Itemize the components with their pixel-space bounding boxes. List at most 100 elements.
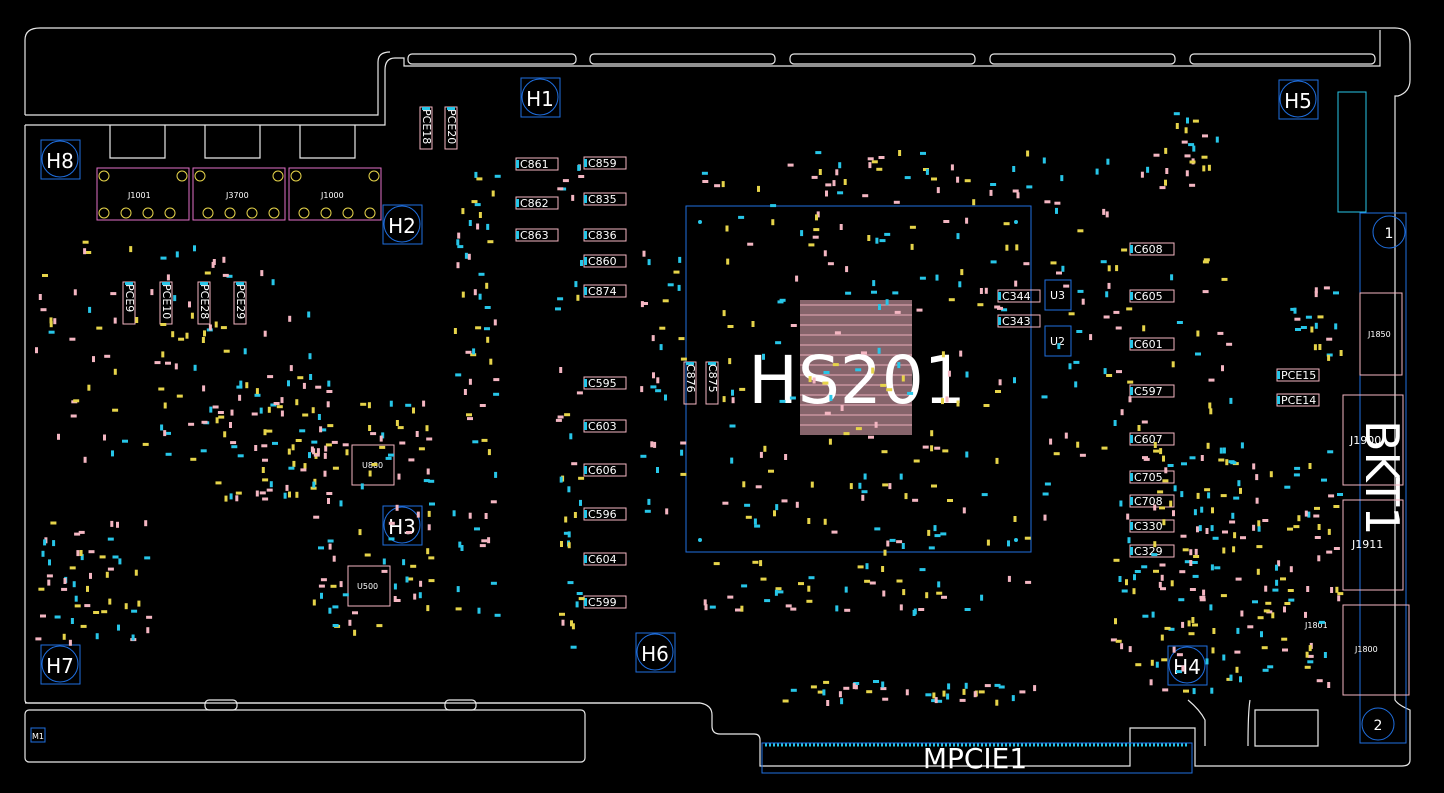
pad xyxy=(405,531,412,534)
pad xyxy=(70,618,74,624)
pad xyxy=(722,396,726,403)
pad xyxy=(1181,621,1185,628)
pad xyxy=(912,498,919,502)
pad xyxy=(1304,665,1311,669)
pad xyxy=(1189,549,1193,556)
pad xyxy=(795,275,799,282)
pad xyxy=(368,470,372,477)
pad xyxy=(576,391,583,395)
pad xyxy=(150,289,154,296)
pad xyxy=(1308,645,1312,652)
pad xyxy=(1153,153,1160,157)
pad xyxy=(1237,480,1241,487)
pad xyxy=(320,592,323,599)
pad xyxy=(315,385,322,389)
pad xyxy=(1192,688,1196,695)
hole-h5: H5 xyxy=(1278,79,1319,120)
pad xyxy=(947,499,953,502)
pad xyxy=(576,592,583,595)
pad xyxy=(927,529,931,536)
pad xyxy=(1333,291,1339,295)
pad xyxy=(1255,497,1259,504)
pad xyxy=(578,597,585,601)
pad xyxy=(945,396,949,403)
pad xyxy=(134,569,138,576)
pad xyxy=(1182,548,1189,552)
pad xyxy=(455,607,462,611)
pad xyxy=(787,163,794,167)
pad xyxy=(898,150,902,156)
pad xyxy=(1149,679,1153,686)
pad xyxy=(476,177,483,181)
pad xyxy=(930,430,934,437)
pad xyxy=(220,326,227,330)
pad xyxy=(457,232,461,239)
cap-label: C835 xyxy=(588,193,617,206)
pad xyxy=(327,380,331,387)
caps-mid-group: C859C835C836C860C874C595C603C606C596C604… xyxy=(583,156,627,609)
pad xyxy=(1128,646,1132,653)
cap-c876: C876 xyxy=(683,361,697,405)
pad xyxy=(112,555,119,559)
pad xyxy=(407,577,414,581)
pad xyxy=(68,639,72,646)
pad xyxy=(1202,134,1208,138)
pad xyxy=(995,390,1001,393)
pad xyxy=(478,272,485,276)
pad xyxy=(882,483,889,487)
pad xyxy=(302,413,309,417)
pad xyxy=(651,335,655,342)
pad xyxy=(886,540,890,547)
j1911-label: J1911 xyxy=(1351,538,1383,551)
pad xyxy=(1317,555,1321,562)
pad xyxy=(472,440,479,444)
pad xyxy=(1314,287,1318,294)
pad xyxy=(425,425,429,432)
pad xyxy=(956,233,960,240)
cap-pce9: PCE9 xyxy=(122,281,136,325)
pad xyxy=(1293,525,1300,529)
pad xyxy=(826,700,830,706)
pad xyxy=(113,317,117,324)
pad xyxy=(385,456,392,460)
pad xyxy=(1294,317,1301,321)
pad xyxy=(1307,660,1314,664)
pad xyxy=(844,608,851,612)
pad xyxy=(731,397,735,404)
pad xyxy=(980,594,984,601)
pad xyxy=(74,595,78,602)
pad xyxy=(567,581,574,585)
pad xyxy=(62,633,66,640)
pad xyxy=(947,370,951,377)
pad xyxy=(464,252,468,259)
pad xyxy=(263,429,267,436)
pad xyxy=(990,183,997,186)
cap-label: C601 xyxy=(1134,338,1163,351)
pad xyxy=(1016,192,1020,199)
pad xyxy=(1068,312,1075,316)
pad xyxy=(48,330,55,334)
pad xyxy=(223,431,227,438)
pad xyxy=(1191,561,1198,564)
pad xyxy=(457,245,464,249)
hole-h6: H6 xyxy=(635,632,676,673)
pad xyxy=(49,321,53,328)
pad xyxy=(936,591,943,595)
pad xyxy=(484,513,488,519)
pad xyxy=(983,404,990,407)
pad xyxy=(1176,653,1183,657)
pad xyxy=(823,250,827,257)
pad xyxy=(1230,461,1237,465)
pad xyxy=(762,353,765,360)
pad xyxy=(288,491,291,498)
pad xyxy=(1283,606,1286,613)
pad xyxy=(1095,168,1099,175)
pad xyxy=(478,293,482,300)
pad xyxy=(1202,290,1209,294)
pad xyxy=(1121,589,1128,593)
pad xyxy=(1192,145,1196,152)
pad xyxy=(474,203,481,207)
cap-label: C874 xyxy=(588,285,617,298)
cap-c863: C863 xyxy=(515,228,559,242)
pad xyxy=(88,306,92,313)
